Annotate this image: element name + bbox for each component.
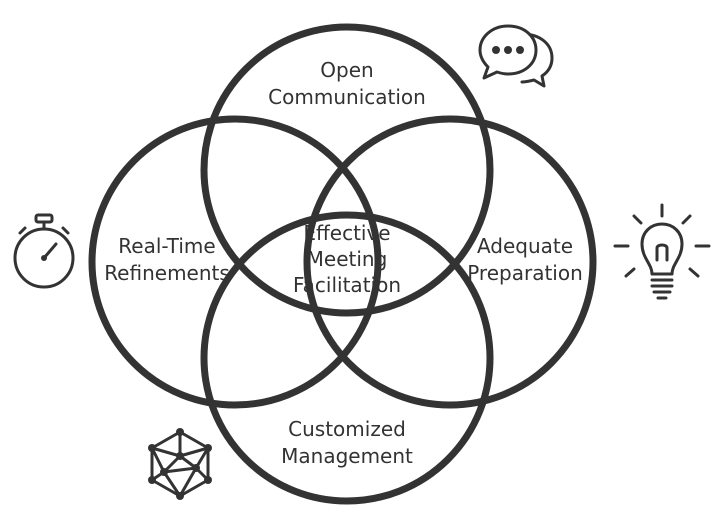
circle-right xyxy=(303,115,597,409)
lightbulb-icon xyxy=(613,203,711,300)
label-center-line2: Meeting xyxy=(307,247,388,271)
circle-bottom xyxy=(200,211,494,505)
label-center-line3: Facilitation xyxy=(293,273,401,297)
label-top-line2: Communication xyxy=(268,85,426,109)
circle-top xyxy=(200,23,494,317)
label-bottom-line2: Management xyxy=(281,444,413,468)
label-left-line1: Real-Time xyxy=(118,234,215,258)
label-center-line1: Effective xyxy=(303,221,390,245)
label-right-line2: Preparation xyxy=(467,261,583,285)
label-right-line1: Adequate xyxy=(477,234,573,258)
network-cube-icon xyxy=(148,428,212,500)
label-bottom-line1: Customized xyxy=(288,417,406,441)
label-left-line2: Refinements xyxy=(104,261,230,285)
circle-left xyxy=(88,115,382,409)
stopwatch-icon xyxy=(13,213,75,289)
chat-bubbles-icon xyxy=(478,24,554,88)
label-top-line1: Open xyxy=(320,58,373,82)
